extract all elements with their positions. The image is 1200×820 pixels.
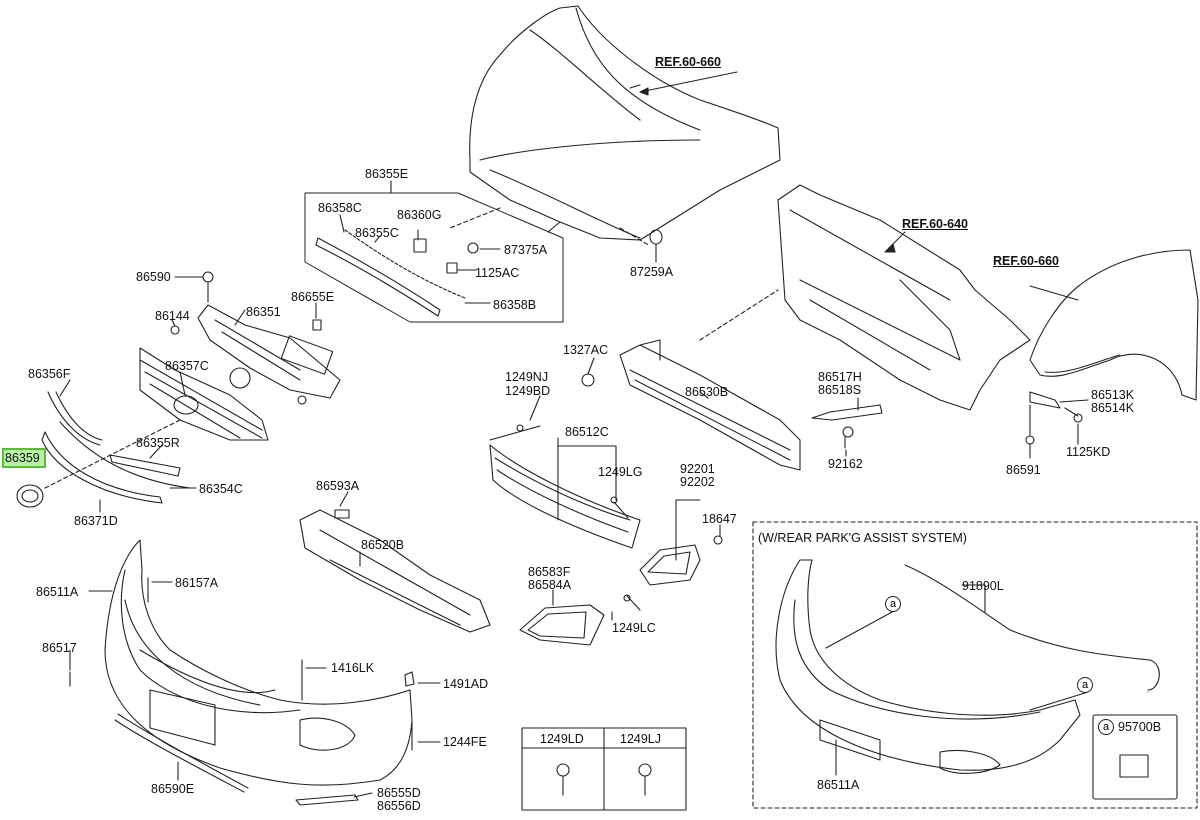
part-label-86584A[interactable]: 86584A (528, 578, 572, 592)
part-label-92162[interactable]: 92162 (828, 457, 863, 471)
part-label-86556D[interactable]: 86556D (377, 799, 421, 813)
part-label-86351[interactable]: 86351 (246, 305, 281, 319)
bolt-table-col2[interactable]: 1249LJ (620, 732, 662, 746)
part-label-86517H[interactable]: 86517H (818, 370, 862, 384)
inset-title: (W/REAR PARK'G ASSIST SYSTEM) (758, 531, 967, 545)
ref-fender[interactable]: REF.60-660 (993, 254, 1060, 268)
part-label-86355C[interactable]: 86355C (355, 226, 399, 240)
part-label-86590[interactable]: 86590 (136, 270, 171, 284)
part-label-86583F[interactable]: 86583F (528, 565, 571, 579)
part-label-86358B[interactable]: 86358B (493, 298, 537, 312)
part-label-86593A[interactable]: 86593A (316, 479, 360, 493)
part-label-87259A[interactable]: 87259A (630, 265, 674, 279)
part-label-86157A[interactable]: 86157A (175, 576, 219, 590)
part-label-87375A[interactable]: 87375A (504, 243, 548, 257)
part-label-1416LK[interactable]: 1416LK (331, 661, 375, 675)
part-label-86518S[interactable]: 86518S (818, 383, 862, 397)
part-label-1327AC[interactable]: 1327AC (563, 343, 609, 357)
part-label-86354C[interactable]: 86354C (199, 482, 243, 496)
bolt-table-col1[interactable]: 1249LD (540, 732, 584, 746)
part-label-1125AC[interactable]: 1125AC (475, 266, 520, 280)
part-label-86555D[interactable]: 86555D (377, 786, 421, 800)
part-label-1249LC[interactable]: 1249LC (612, 621, 656, 635)
part-label-1249BD[interactable]: 1249BD (505, 384, 551, 398)
ref-hood[interactable]: REF.60-660 (655, 55, 722, 69)
part-label-1491AD[interactable]: 1491AD (443, 677, 489, 691)
part-label-86358C[interactable]: 86358C (318, 201, 362, 215)
part-label-1249NJ[interactable]: 1249NJ (505, 370, 549, 384)
part-label-86356F[interactable]: 86356F (28, 367, 71, 381)
part-label-86360G[interactable]: 86360G (397, 208, 442, 222)
part-label-18647[interactable]: 18647 (702, 512, 737, 526)
part-label-86655E[interactable]: 86655E (291, 290, 335, 304)
marker-a-2: a (1077, 677, 1093, 693)
part-label-95700B[interactable]: 95700B (1118, 720, 1162, 734)
part-label-86530B[interactable]: 86530B (685, 385, 729, 399)
part-label-86590E[interactable]: 86590E (151, 782, 195, 796)
part-label-86517[interactable]: 86517 (42, 641, 77, 655)
part-label-86357C[interactable]: 86357C (165, 359, 209, 373)
part-label-92202[interactable]: 92202 (680, 475, 715, 489)
part-label-86355E[interactable]: 86355E (365, 167, 409, 181)
part-label-86520B[interactable]: 86520B (361, 538, 405, 552)
part-label-86514K[interactable]: 86514K (1091, 401, 1135, 415)
part-label-86355R[interactable]: 86355R (136, 436, 180, 450)
part-label-86371D[interactable]: 86371D (74, 514, 118, 528)
part-label-86144[interactable]: 86144 (155, 309, 190, 323)
part-label-92201[interactable]: 92201 (680, 462, 715, 476)
hood-drawing[interactable] (469, 5, 781, 241)
part-label-86591[interactable]: 86591 (1006, 463, 1041, 477)
part-label-1249LG[interactable]: 1249LG (598, 465, 643, 479)
part-label-1244FE[interactable]: 1244FE (443, 735, 487, 749)
part-label-86512C[interactable]: 86512C (565, 425, 609, 439)
ref-carrier[interactable]: REF.60-640 (902, 217, 969, 231)
part-label-86359[interactable]: 86359 (5, 451, 40, 465)
part-label-86511A-inset[interactable]: 86511A (817, 778, 860, 792)
marker-a-3: a (1098, 719, 1114, 735)
marker-a-1: a (885, 596, 901, 612)
part-label-86513K[interactable]: 86513K (1091, 388, 1135, 402)
part-label-86511A[interactable]: 86511A (36, 585, 79, 599)
highlight-box (2, 448, 46, 468)
part-label-91890L[interactable]: 91890L (962, 579, 1004, 593)
part-label-1125KD[interactable]: 1125KD (1066, 445, 1111, 459)
